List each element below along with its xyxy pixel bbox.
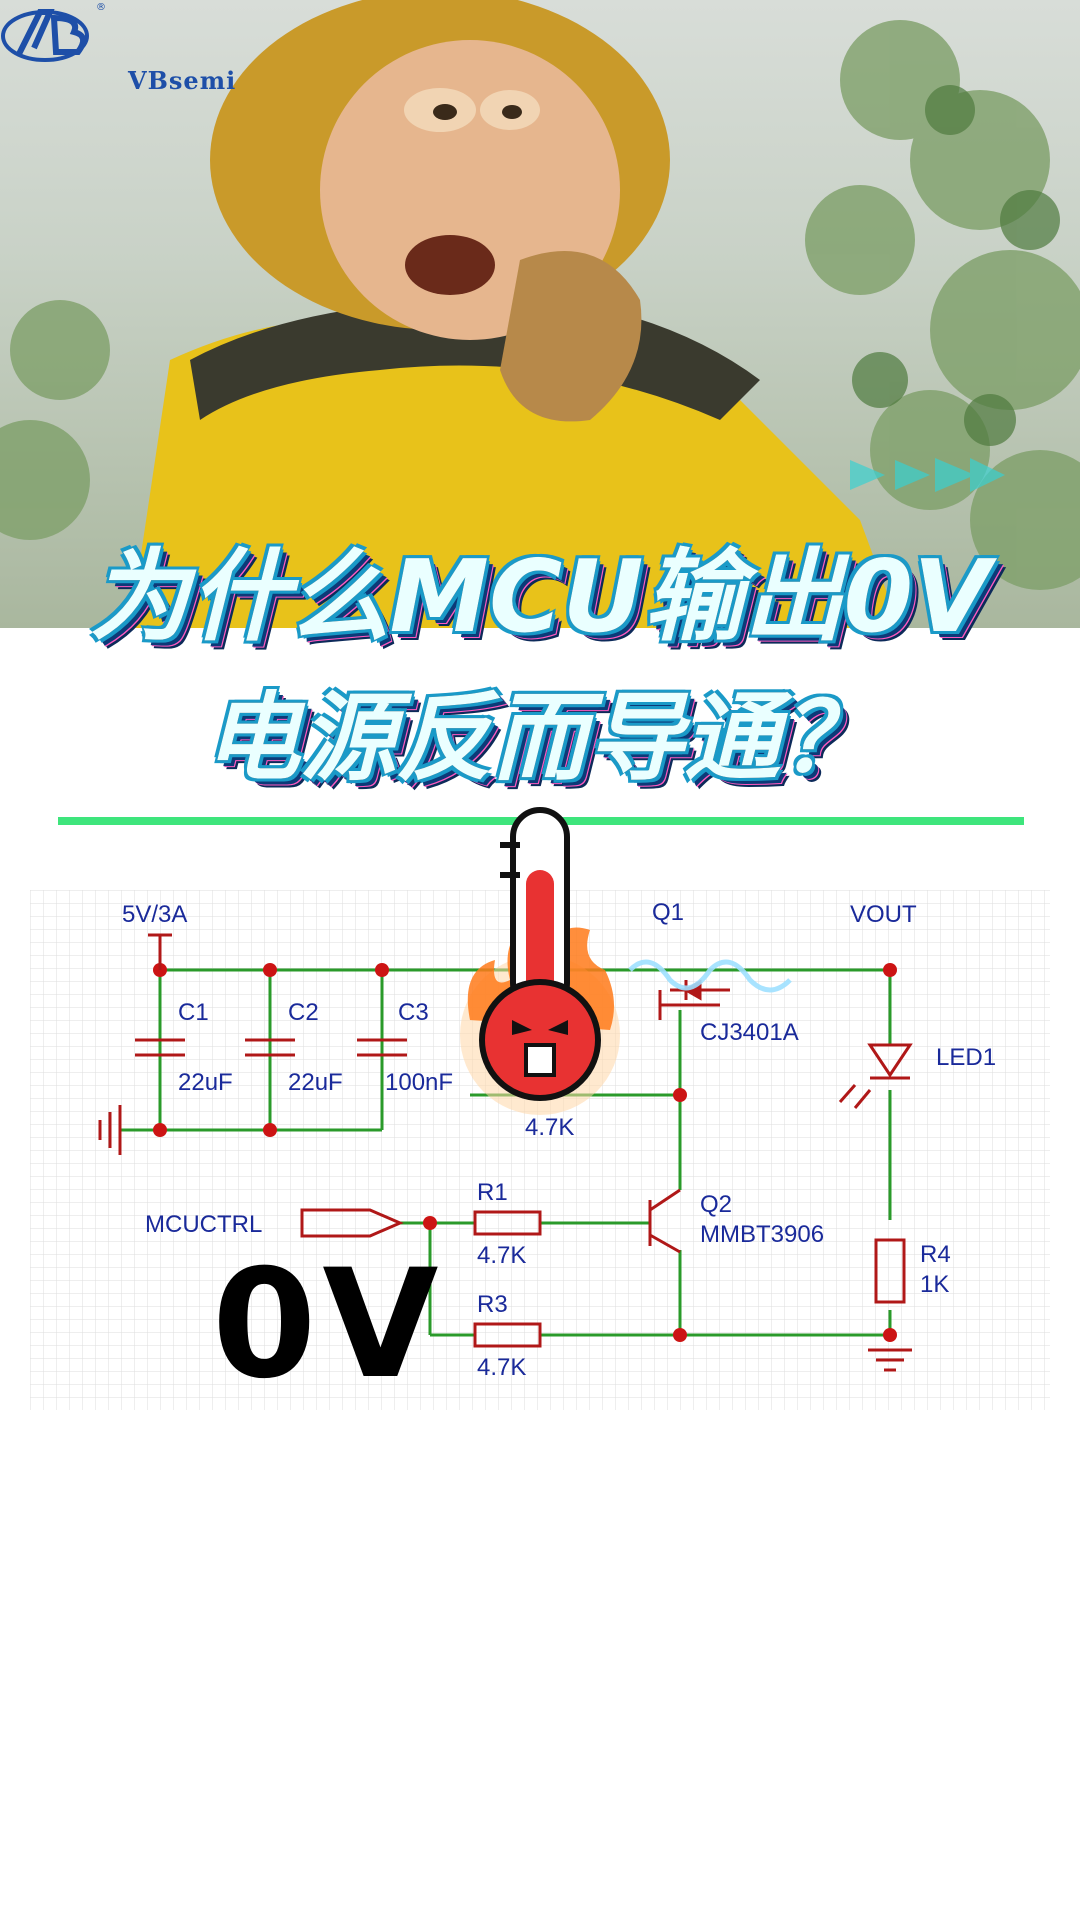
q1-part: CJ3401A [700,1019,799,1046]
brand-name: VBsemi [128,66,237,95]
vout-label: VOUT [850,901,917,928]
c3-ref: C3 [398,999,429,1026]
circuit-schematic: 5V/3A VOUT C1 22uF C2 22uF C3 100nF 4.7K… [30,890,1050,1410]
junction-dots [153,963,897,1342]
monkey-photo-illustration [0,0,1080,628]
schematic-labels: 5V/3A VOUT C1 22uF C2 22uF C3 100nF 4.7K… [122,899,996,1381]
r3-ref: R3 [477,1291,508,1318]
svg-text:®: ® [96,2,106,13]
mcu-net-label: MCUCTRL [145,1211,262,1238]
supply-label: 5V/3A [122,901,187,928]
r1-ref: R1 [477,1179,508,1206]
q2-ref: Q2 [700,1191,732,1218]
overlay-voltage: 0V [212,1238,445,1412]
c2-ref: C2 [288,999,319,1026]
header-photo: ® VBsemi [0,0,1080,628]
q1-ref: Q1 [652,899,684,926]
c3-value: 100nF [385,1069,453,1096]
title-line-2: 电源反而导通？ [204,682,876,794]
led-ref: LED1 [936,1044,996,1071]
title-line-1: 为什么MCU输出0V [89,538,991,655]
r4-ref: R4 [920,1241,951,1268]
q2-part: MMBT3906 [700,1221,824,1248]
spark-icon [628,959,792,993]
component-symbols [98,933,913,1372]
c2-value: 22uF [288,1069,343,1096]
r4-value: 1K [920,1271,949,1298]
vbsemi-logo-icon: ® [1,2,106,62]
r1-value: 4.7K [477,1242,526,1269]
c1-ref: C1 [178,999,209,1026]
thermometer-fire-icon [460,807,620,1115]
r2-value: 4.7K [525,1114,574,1141]
c1-value: 22uF [178,1069,233,1096]
r3-value: 4.7K [477,1354,526,1381]
